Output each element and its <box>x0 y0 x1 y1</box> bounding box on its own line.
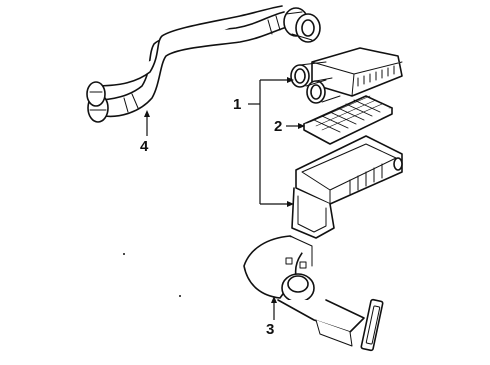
air-intake-hose-icon <box>86 5 321 123</box>
air-cleaner-assembly-icon <box>290 47 403 104</box>
speck <box>123 253 125 255</box>
callout-bracket-1 <box>248 79 290 205</box>
speck <box>179 295 181 297</box>
arrowhead-1a <box>287 77 294 83</box>
arrowhead-2 <box>298 123 305 129</box>
callout-label-4: 4 <box>140 138 149 155</box>
resonator-duct-icon <box>243 235 384 352</box>
callout-label-1: 1 <box>233 96 242 113</box>
arrowhead-3 <box>271 296 277 303</box>
air-cleaner-tray-icon <box>291 135 403 239</box>
arrowhead-4 <box>144 110 150 117</box>
air-filter-element-icon <box>303 95 393 145</box>
callout-label-3: 3 <box>266 321 275 338</box>
callout-label-2: 2 <box>274 118 283 135</box>
arrowhead-1b <box>287 201 294 207</box>
